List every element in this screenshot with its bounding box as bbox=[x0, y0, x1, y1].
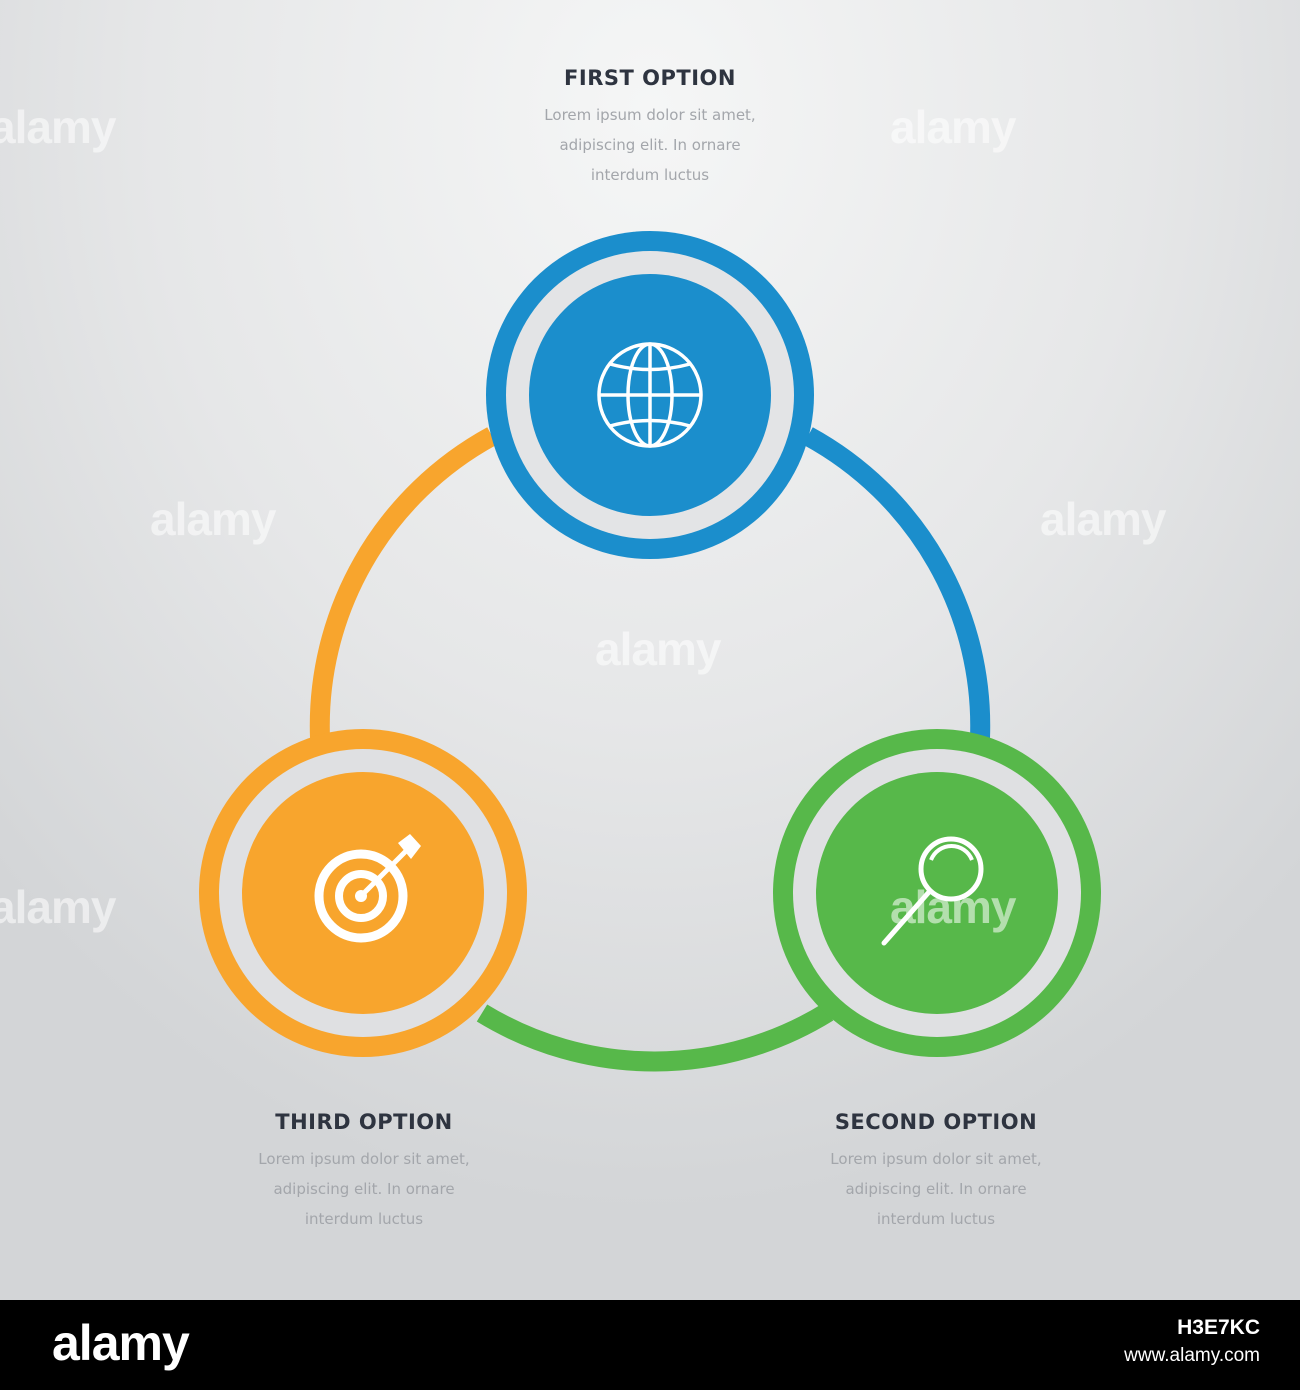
second-option-label: SECOND OPTION Lorem ipsum dolor sit amet… bbox=[786, 1110, 1086, 1234]
footer-logo: alamy bbox=[52, 1315, 190, 1371]
option-title: THIRD OPTION bbox=[275, 1110, 453, 1134]
option-title: FIRST OPTION bbox=[564, 66, 736, 90]
description-line: adipiscing elit. In ornare bbox=[845, 1180, 1027, 1198]
watermark: alamy bbox=[150, 493, 276, 545]
description-line: interdum luctus bbox=[590, 166, 710, 184]
third-option-label: THIRD OPTION Lorem ipsum dolor sit amet,… bbox=[214, 1110, 514, 1234]
description-line: Lorem ipsum dolor sit amet, bbox=[544, 106, 756, 124]
cycle-diagram bbox=[199, 231, 1101, 1072]
watermark: alamy bbox=[1040, 493, 1166, 545]
watermark: alamy bbox=[890, 881, 1016, 933]
watermark: alamy bbox=[0, 101, 116, 153]
watermark: alamy bbox=[0, 881, 116, 933]
option-description: Lorem ipsum dolor sit amet, adipiscing e… bbox=[214, 1144, 514, 1234]
site-url: www.alamy.com bbox=[1124, 1345, 1260, 1366]
first-option-label: FIRST OPTION Lorem ipsum dolor sit amet,… bbox=[500, 66, 800, 190]
connector-arc-first-second bbox=[803, 427, 991, 739]
image-id: H3E7KC bbox=[1177, 1316, 1260, 1339]
connector-arc-third-first bbox=[309, 427, 497, 739]
option-description: Lorem ipsum dolor sit amet, adipiscing e… bbox=[500, 100, 800, 190]
target-icon bbox=[314, 834, 421, 943]
watermark: alamy bbox=[890, 101, 1016, 153]
footer-bar: alamy H3E7KC www.alamy.com bbox=[0, 1300, 1300, 1390]
description-line: interdum luctus bbox=[304, 1210, 424, 1228]
description-line: adipiscing elit. In ornare bbox=[273, 1180, 455, 1198]
magnifier-icon bbox=[881, 836, 984, 946]
description-line: Lorem ipsum dolor sit amet, bbox=[258, 1150, 470, 1168]
connector-arc-second-third bbox=[476, 1003, 834, 1072]
description-line: Lorem ipsum dolor sit amet, bbox=[830, 1150, 1042, 1168]
description-line: adipiscing elit. In ornare bbox=[559, 136, 741, 154]
option-title: SECOND OPTION bbox=[834, 1110, 1038, 1134]
globe-icon bbox=[597, 342, 703, 448]
watermark: alamy bbox=[595, 623, 721, 675]
footer-image-info: H3E7KC www.alamy.com bbox=[1124, 1314, 1260, 1370]
option-description: Lorem ipsum dolor sit amet, adipiscing e… bbox=[786, 1144, 1086, 1234]
description-line: interdum luctus bbox=[876, 1210, 996, 1228]
